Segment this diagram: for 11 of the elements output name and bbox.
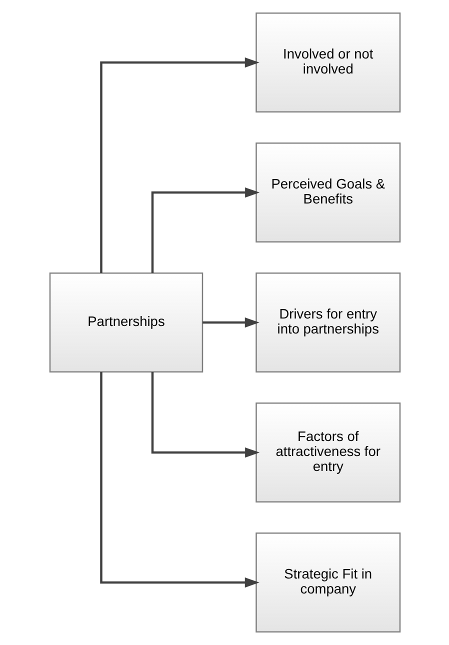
node-box: Factors of attractiveness for entry [255, 402, 400, 502]
node-box: Strategic Fit in company [255, 532, 400, 632]
node-box: Perceived Goals & Benefits [255, 142, 400, 242]
node-box: Partnerships [48, 272, 203, 372]
node-box: Drivers for entry into partnerships [255, 272, 400, 372]
arrow [150, 187, 260, 273]
node-box: Involved or not involved [255, 12, 400, 112]
arrow [150, 372, 260, 458]
arrow [202, 317, 259, 328]
arrow [100, 372, 259, 588]
arrow [100, 57, 259, 273]
